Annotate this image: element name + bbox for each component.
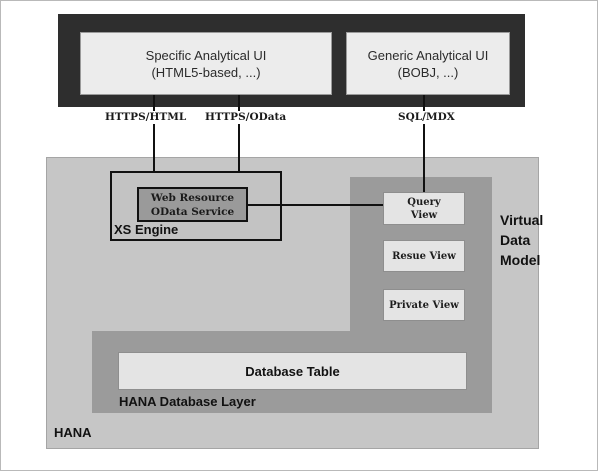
query-view-label-line2: View <box>410 209 438 221</box>
database-table-box: Database Table <box>118 352 467 390</box>
virtual-data-model-title: Virtual Data Model <box>500 210 543 270</box>
label-https-odata: HTTPS/OData <box>204 111 288 124</box>
query-view-label-line1: Query <box>407 196 441 208</box>
generic-analytical-ui-box: Generic Analytical UI (BOBJ, ...) <box>346 32 510 95</box>
specific-ui-subtitle: (HTML5-based, ...) <box>151 64 261 80</box>
vdm-title-line1: Virtual <box>500 212 544 228</box>
resue-view-box: Resue View <box>383 240 465 272</box>
odata-service-label: OData Service <box>150 205 235 218</box>
specific-ui-title: Specific Analytical UI <box>145 47 267 63</box>
hana-title: HANA <box>54 425 92 440</box>
xs-engine-title: XS Engine <box>114 222 179 237</box>
vdm-title-line2: Data <box>500 232 531 248</box>
generic-ui-subtitle: (BOBJ, ...) <box>397 64 459 80</box>
database-layer-title: HANA Database Layer <box>119 394 256 409</box>
web-resource-odata-box: Web Resource OData Service <box>137 187 248 222</box>
resue-view-label: Resue View <box>392 250 456 262</box>
specific-analytical-ui-box: Specific Analytical UI (HTML5-based, ...… <box>80 32 332 95</box>
database-table-label: Database Table <box>245 363 340 379</box>
label-https-html: HTTPS/HTML <box>104 111 188 124</box>
vdm-title-line3: Model <box>500 252 541 268</box>
web-resource-label: Web Resource <box>150 191 235 204</box>
private-view-box: Private View <box>383 289 465 321</box>
private-view-label: Private View <box>389 299 459 311</box>
query-view-box: Query View <box>383 192 465 225</box>
generic-ui-title: Generic Analytical UI <box>367 47 489 63</box>
label-sql-mdx: SQL/MDX <box>397 111 456 124</box>
